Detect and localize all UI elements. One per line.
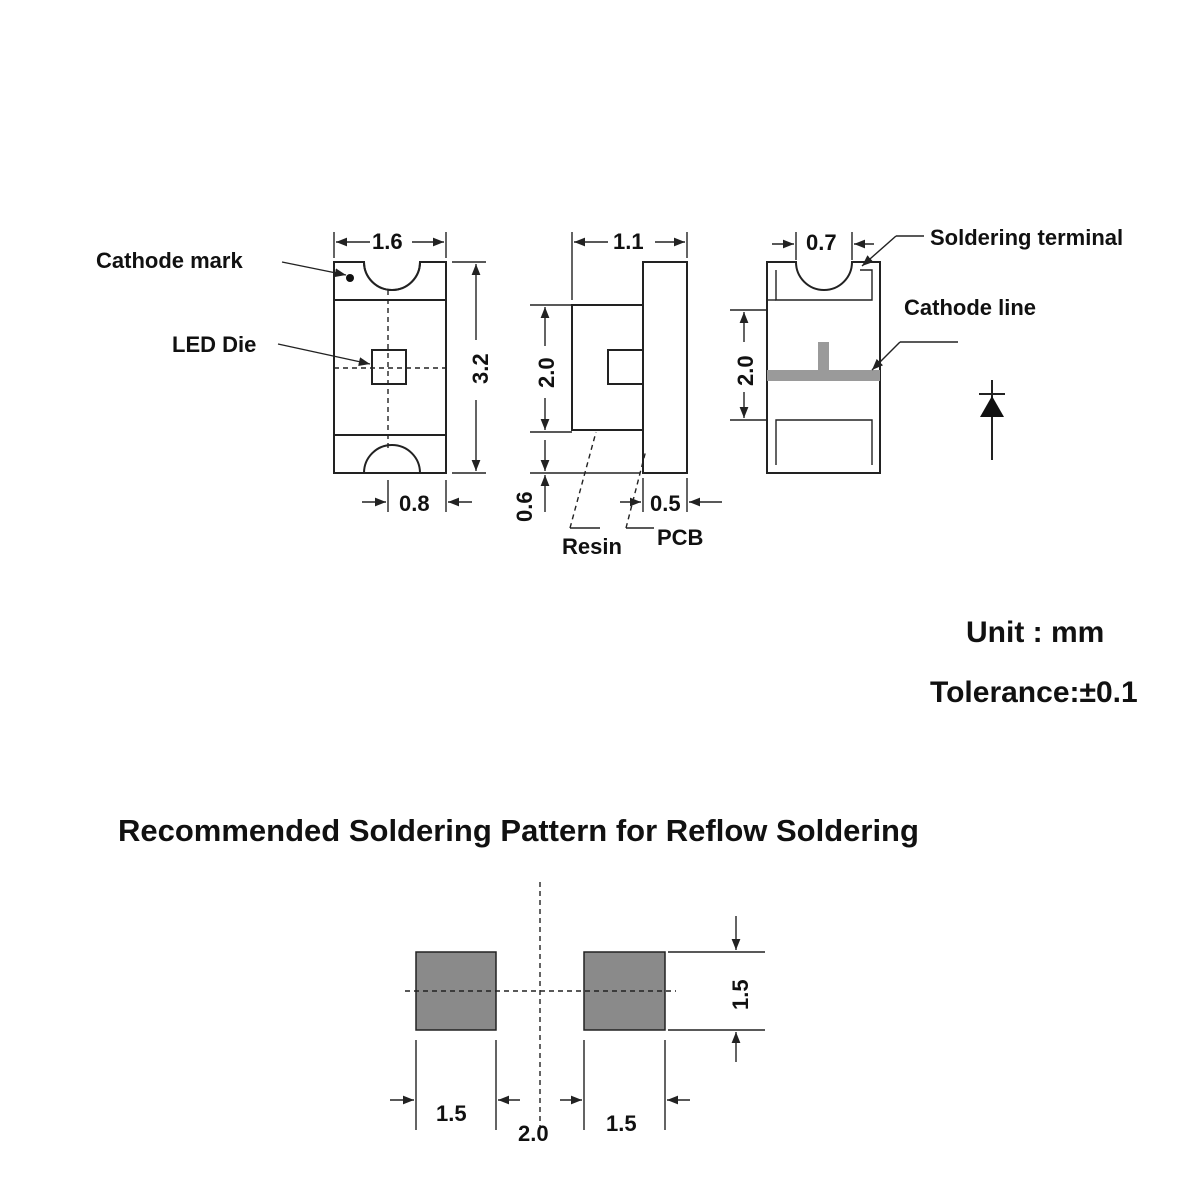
tolerance-text: Tolerance:±0.1 xyxy=(930,676,1138,709)
side-resin xyxy=(571,304,643,431)
cathode-line-bar xyxy=(767,370,880,381)
left-pad-dim: 1.5 xyxy=(436,1101,467,1126)
bottom-body-dim: 2.0 xyxy=(733,355,758,386)
side-offset-dim: 0.6 xyxy=(512,491,537,522)
top-length-dim: 3.2 xyxy=(468,353,493,384)
cathode-line-tab xyxy=(818,342,829,372)
gap-dim: 2.0 xyxy=(518,1121,549,1146)
side-thickness-dim: 1.1 xyxy=(613,229,644,254)
resin-label: Resin xyxy=(562,534,622,559)
left-pad xyxy=(415,951,497,1031)
top-width-dim: 1.6 xyxy=(372,229,403,254)
side-body-dim: 2.0 xyxy=(534,357,559,388)
side-view: 1.1 2.0 0.6 0.5 Resin PCB xyxy=(512,229,722,559)
side-pcb-dim: 0.5 xyxy=(650,491,681,516)
top-notch-dim: 0.8 xyxy=(399,491,430,516)
cathode-mark-dot xyxy=(346,274,354,282)
soldering-pattern-title: Recommended Soldering Pattern for Reflow… xyxy=(118,813,919,848)
soldering-terminal-label: Soldering terminal xyxy=(930,225,1123,250)
unit-text: Unit : mm xyxy=(966,616,1104,649)
bottom-terminal-dim: 0.7 xyxy=(806,230,837,255)
cathode-mark-label: Cathode mark xyxy=(96,248,243,273)
side-pcb xyxy=(642,261,688,474)
pad-height-dim: 1.5 xyxy=(728,979,753,1010)
cathode-line-label: Cathode line xyxy=(904,295,1036,320)
diode-symbol-icon xyxy=(979,380,1005,460)
soldering-pattern: 1.5 1.5 2.0 1.5 xyxy=(390,882,765,1146)
right-pad-dim: 1.5 xyxy=(606,1111,637,1136)
top-view: 1.6 3.2 0.8 Cathode mark LED Die xyxy=(96,229,493,516)
side-die xyxy=(607,349,644,385)
led-die xyxy=(371,349,407,385)
bottom-view: 0.7 2.0 Soldering terminal Cathode line xyxy=(730,225,1123,474)
pcb-label: PCB xyxy=(657,525,703,550)
led-die-label: LED Die xyxy=(172,332,256,357)
